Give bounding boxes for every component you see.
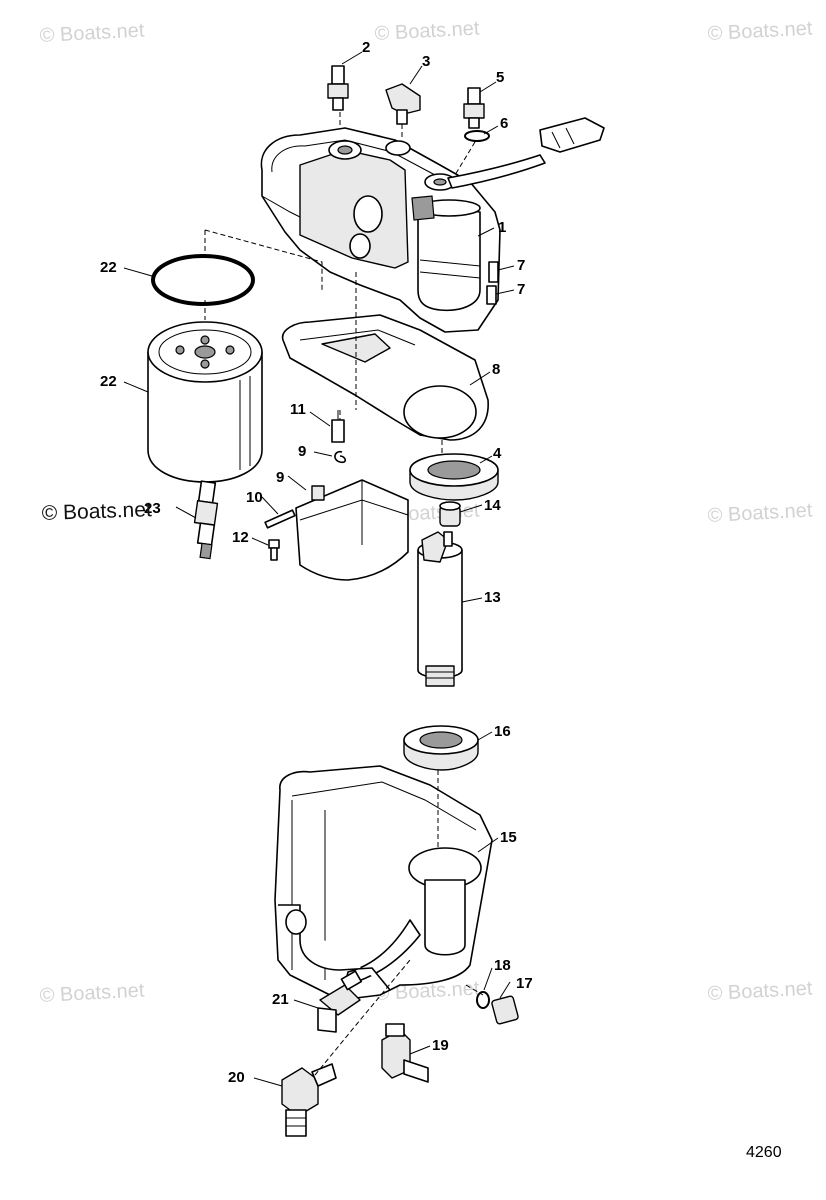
leader-lines: [123, 51, 515, 1087]
fuel-module-housing: [260, 117, 605, 333]
part-22-fuel-filter: [147, 321, 263, 483]
callout-2: 2: [362, 39, 370, 56]
callout-9-lower: 9: [276, 469, 284, 486]
part-10-pin: [264, 509, 296, 529]
callout-20: 20: [228, 1069, 245, 1086]
callout-7-lower: 7: [517, 281, 525, 298]
watermark-top-right: © Boats.net: [707, 18, 813, 45]
watermark-middle-left: © Boats.net: [41, 498, 152, 525]
callout-22-lower: 22: [100, 373, 117, 390]
callout-8: 8: [492, 361, 500, 378]
part-23-sensor: [193, 480, 219, 560]
callout-12: 12: [232, 529, 249, 546]
part-2-fitting: [327, 65, 349, 111]
callout-4: 4: [493, 445, 502, 462]
part-3-elbow: [385, 83, 421, 125]
part-11-valve: [331, 410, 345, 443]
part-5-fitting: [463, 87, 485, 129]
watermark-middle-right: © Boats.net: [707, 500, 813, 527]
part-14-cap: [439, 501, 461, 527]
callout-3: 3: [422, 53, 430, 70]
figure-number: 4260: [746, 1144, 782, 1161]
part-17-plug: [491, 995, 519, 1025]
callout-14: 14: [484, 497, 501, 514]
callout-labels: 1 2 3 4 5 6 7 7 8 9 9 10 11 12 13 14 15 …: [100, 39, 533, 1086]
callout-18: 18: [494, 957, 511, 974]
callout-23: 23: [144, 500, 161, 517]
part-6-o-ring: [464, 130, 490, 142]
part-16-seal: [403, 725, 479, 771]
callout-1: 1: [498, 219, 506, 236]
part-22-filter-seal: [151, 254, 255, 306]
callout-22-upper: 22: [100, 259, 117, 276]
part-13-fuel-pump: [417, 531, 463, 687]
callout-7-upper: 7: [517, 257, 525, 274]
callout-5: 5: [496, 69, 504, 86]
part-19-elbow: [381, 1023, 429, 1083]
part-21-fitting: [317, 970, 363, 1033]
assembly-lines: [204, 112, 484, 1076]
part-15-base: [274, 765, 493, 1001]
watermarks: © Boats.net © Boats.net © Boats.net © Bo…: [39, 18, 813, 1007]
callout-9-upper: 9: [298, 443, 306, 460]
callout-10: 10: [246, 489, 263, 506]
callout-21: 21: [272, 991, 289, 1008]
callout-15: 15: [500, 829, 517, 846]
callout-11: 11: [290, 401, 306, 418]
callout-13: 13: [484, 589, 501, 606]
part-8-gasket: [281, 314, 489, 441]
callout-16: 16: [494, 723, 511, 740]
watermark-top-left: © Boats.net: [39, 20, 145, 47]
part-7-screws: [486, 261, 499, 305]
watermark-top-center: © Boats.net: [374, 18, 480, 45]
part-12-screw: [268, 539, 280, 561]
watermark-bottom-right: © Boats.net: [707, 978, 813, 1005]
part-4-seal: [409, 453, 499, 501]
part-18-o-ring: [476, 991, 490, 1009]
part-20-elbow: [281, 1063, 337, 1137]
callout-19: 19: [432, 1037, 449, 1054]
part-9-clip: [334, 450, 347, 464]
callout-6: 6: [500, 115, 508, 132]
callout-17: 17: [516, 975, 533, 992]
watermark-bottom-left: © Boats.net: [39, 980, 145, 1007]
part-9-pump-cover: [295, 479, 409, 581]
